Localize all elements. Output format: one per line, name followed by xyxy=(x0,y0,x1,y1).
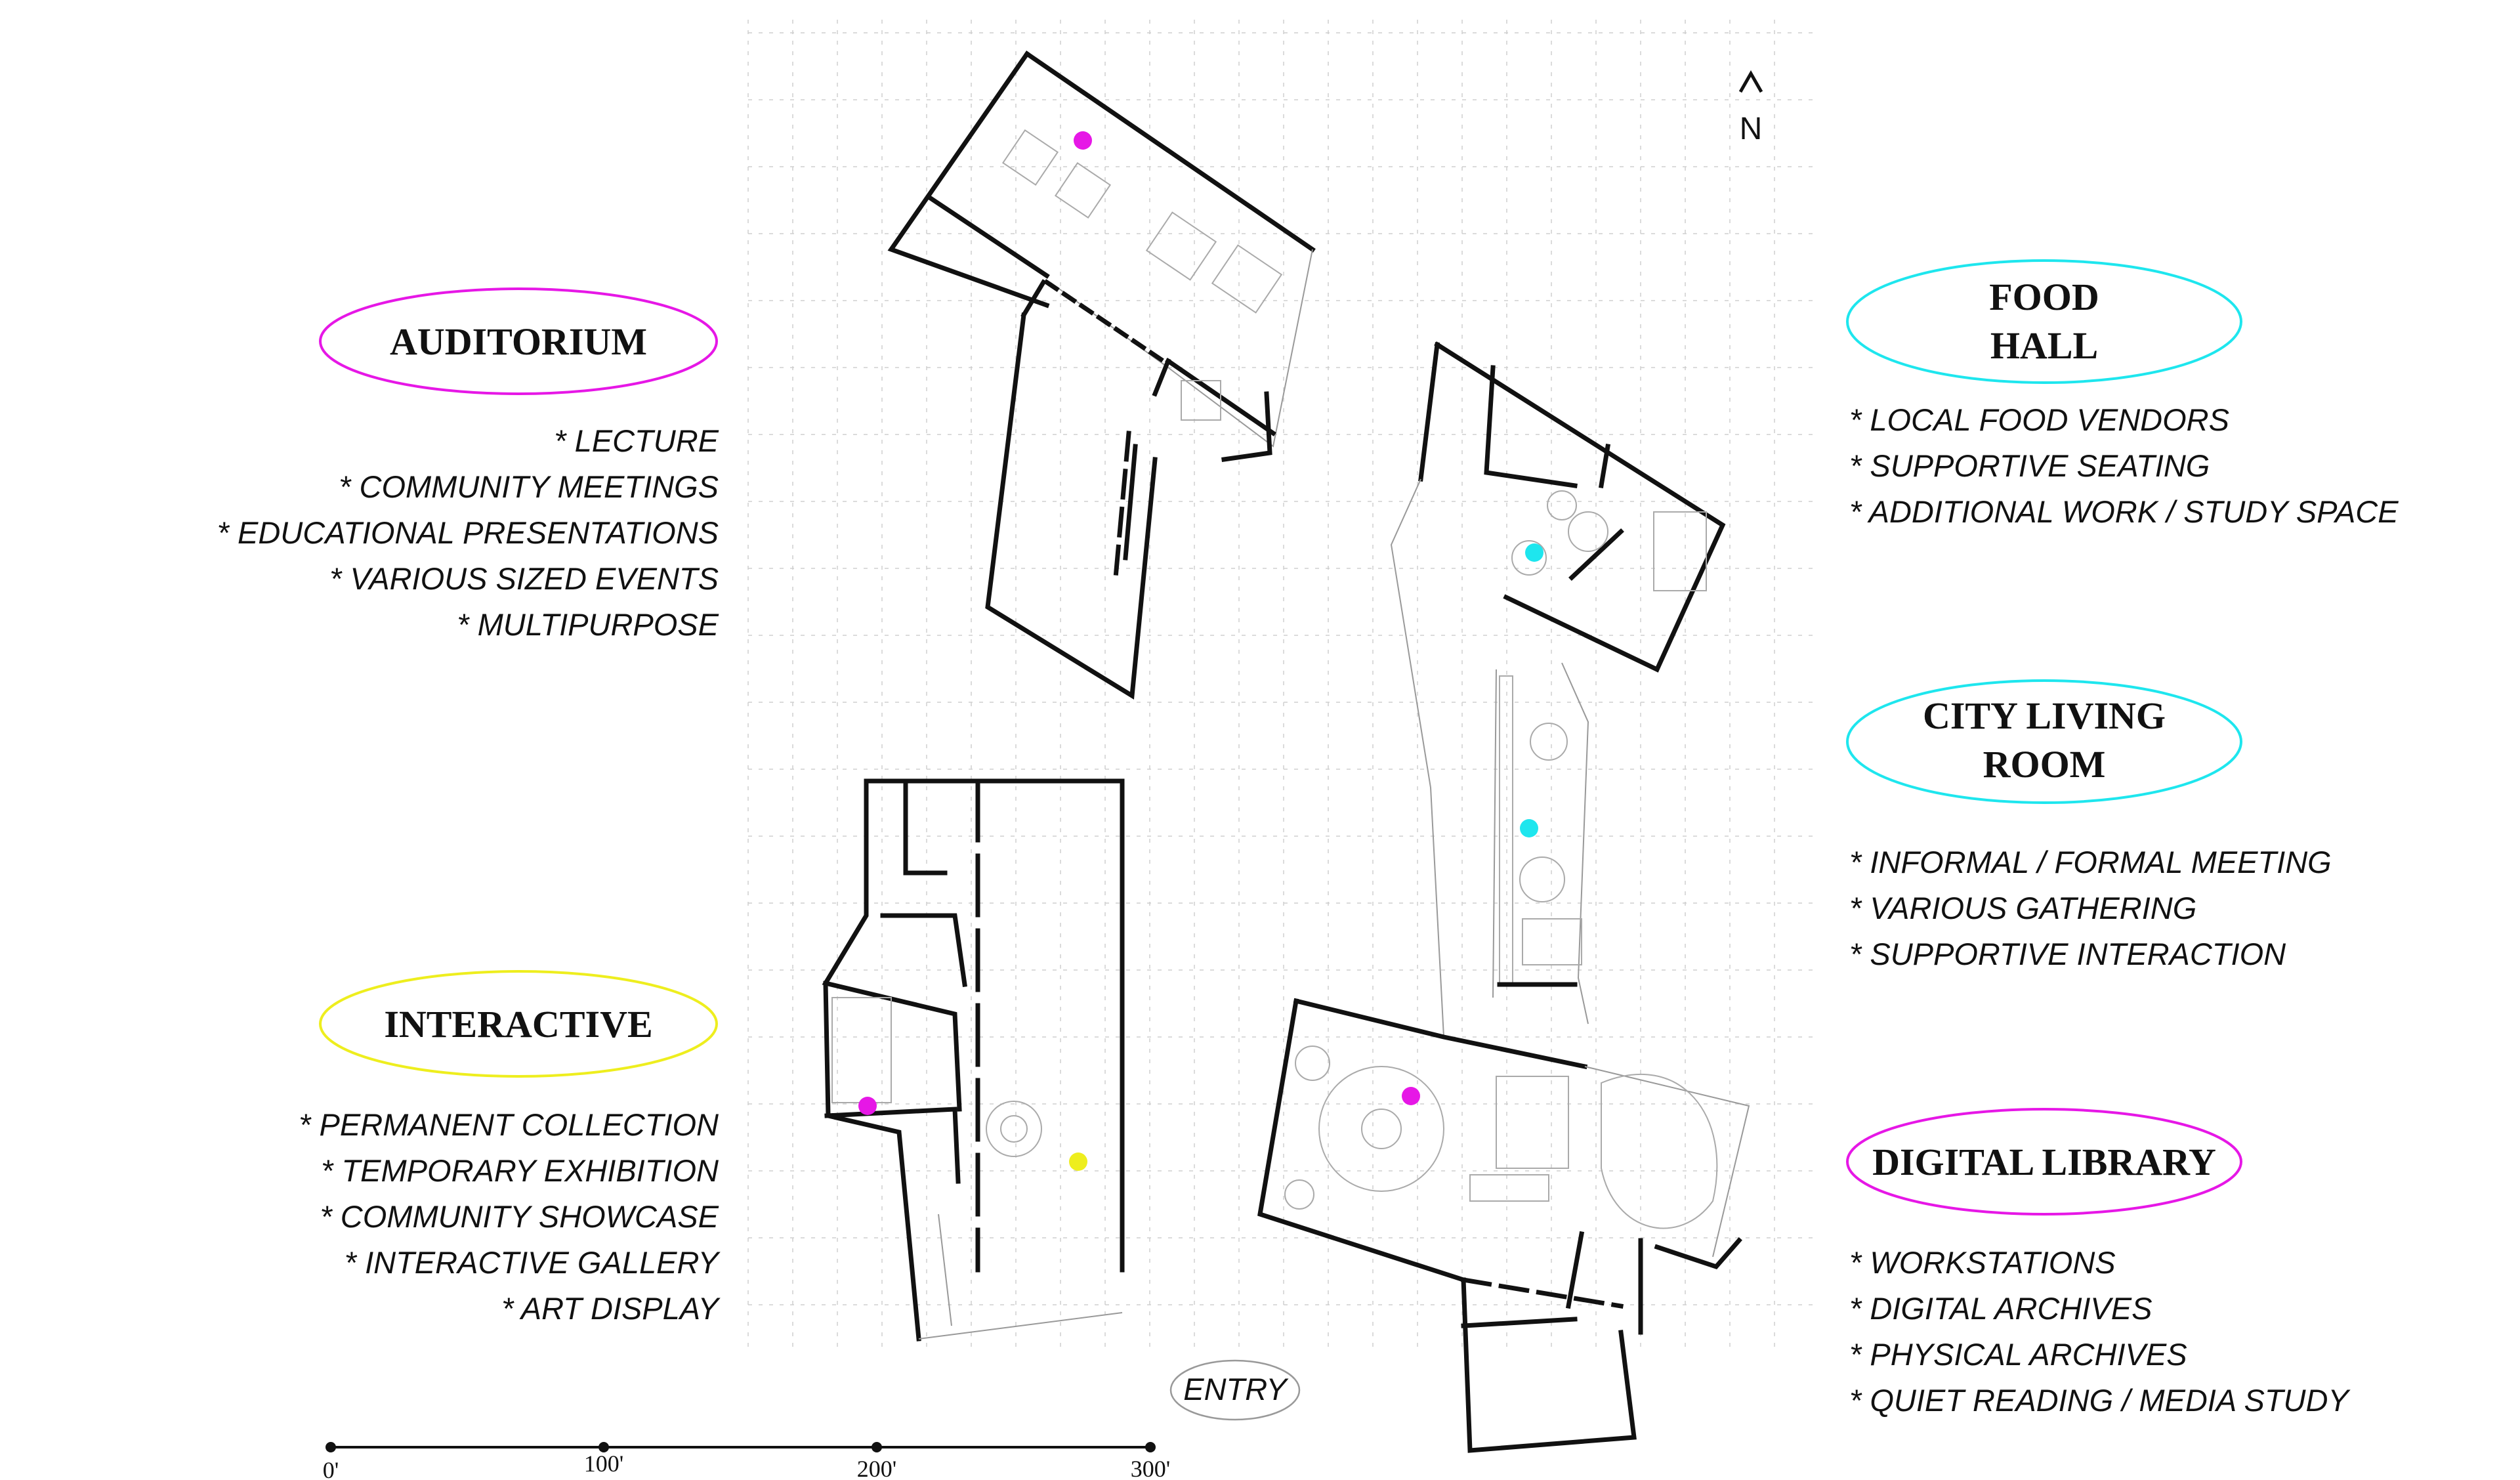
food-hall-item: * LOCAL FOOD VENDORS xyxy=(1849,402,2229,437)
north-arrow: N xyxy=(1738,70,1763,146)
living-room-title-line: ROOM xyxy=(1983,743,2106,786)
living-room-title-line: CITY LIVING xyxy=(1923,694,2166,737)
scale-tick-300: 300' xyxy=(1131,1456,1171,1480)
digital-library-label: DIGITAL LIBRARY * WORKSTATIONS * DIGITAL… xyxy=(1846,1108,2351,1418)
interactive-item: * PERMANENT COLLECTION xyxy=(299,1107,719,1142)
living-room-item: * VARIOUS GATHERING xyxy=(1849,891,2196,925)
living-room-item: * SUPPORTIVE INTERACTION xyxy=(1849,937,2286,971)
food-hall-building xyxy=(1390,341,1726,1038)
interactive-dot-magenta xyxy=(858,1097,877,1115)
interactive-item: * ART DISPLAY xyxy=(501,1291,721,1326)
digital-library-item: * PHYSICAL ARCHIVES xyxy=(1849,1337,2187,1372)
interactive-dot-yellow xyxy=(1069,1152,1087,1171)
city-living-room-label: CITY LIVING ROOM * INFORMAL / FORMAL MEE… xyxy=(1846,679,2332,971)
auditorium-item: * COMMUNITY MEETINGS xyxy=(339,469,719,504)
digital-library-item: * DIGITAL ARCHIVES xyxy=(1849,1291,2152,1326)
scale-tick-100: 100' xyxy=(584,1450,624,1477)
interactive-title: INTERACTIVE xyxy=(384,1003,652,1046)
digital-library-item: * WORKSTATIONS xyxy=(1849,1245,2116,1280)
food-hall-title-line: FOOD xyxy=(1989,276,2099,318)
auditorium-item: * MULTIPURPOSE xyxy=(457,607,719,642)
background-grid xyxy=(747,20,1818,1352)
auditorium-label: AUDITORIUM * LECTURE * COMMUNITY MEETING… xyxy=(217,287,719,642)
auditorium-item: * LECTURE xyxy=(554,423,719,458)
food-hall-title-line: HALL xyxy=(1990,324,2098,367)
food-hall-label: FOOD HALL * LOCAL FOOD VENDORS * SUPPORT… xyxy=(1846,259,2399,529)
auditorium-item: * VARIOUS SIZED EVENTS xyxy=(329,561,719,596)
entry-marker: ENTRY xyxy=(1169,1359,1301,1421)
digital-library-building xyxy=(1257,998,1750,1453)
scale-tick-0: 0' xyxy=(323,1457,339,1480)
auditorium-item: * EDUCATIONAL PRESENTATIONS xyxy=(217,515,719,550)
interactive-item: * INTERACTIVE GALLERY xyxy=(345,1245,721,1280)
north-arrow-icon xyxy=(1738,70,1763,93)
interactive-item: * TEMPORARY EXHIBITION xyxy=(321,1153,719,1188)
interactive-item: * COMMUNITY SHOWCASE xyxy=(320,1199,719,1234)
interactive-label: INTERACTIVE * PERMANENT COLLECTION * TEM… xyxy=(299,970,721,1326)
food-hall-item: * SUPPORTIVE SEATING xyxy=(1849,448,2210,483)
scale-bar: 0' 100' 200' 300' xyxy=(323,1442,1171,1480)
food-hall-dot xyxy=(1525,543,1544,562)
interactive-building xyxy=(822,778,1125,1342)
scale-tick-200: 200' xyxy=(857,1456,897,1480)
digital-library-item: * QUIET READING / MEDIA STUDY xyxy=(1849,1383,2351,1418)
program-dots xyxy=(858,131,1544,1171)
entry-label: ENTRY xyxy=(1183,1372,1289,1406)
living-room-dot xyxy=(1520,819,1538,837)
auditorium-building xyxy=(887,51,1316,700)
library-dot xyxy=(1402,1087,1420,1105)
auditorium-dot xyxy=(1074,131,1092,150)
digital-library-title: DIGITAL LIBRARY xyxy=(1872,1141,2216,1183)
north-label: N xyxy=(1740,112,1763,146)
auditorium-title: AUDITORIUM xyxy=(390,320,647,363)
food-hall-item: * ADDITIONAL WORK / STUDY SPACE xyxy=(1849,494,2399,529)
living-room-item: * INFORMAL / FORMAL MEETING xyxy=(1849,845,2332,879)
